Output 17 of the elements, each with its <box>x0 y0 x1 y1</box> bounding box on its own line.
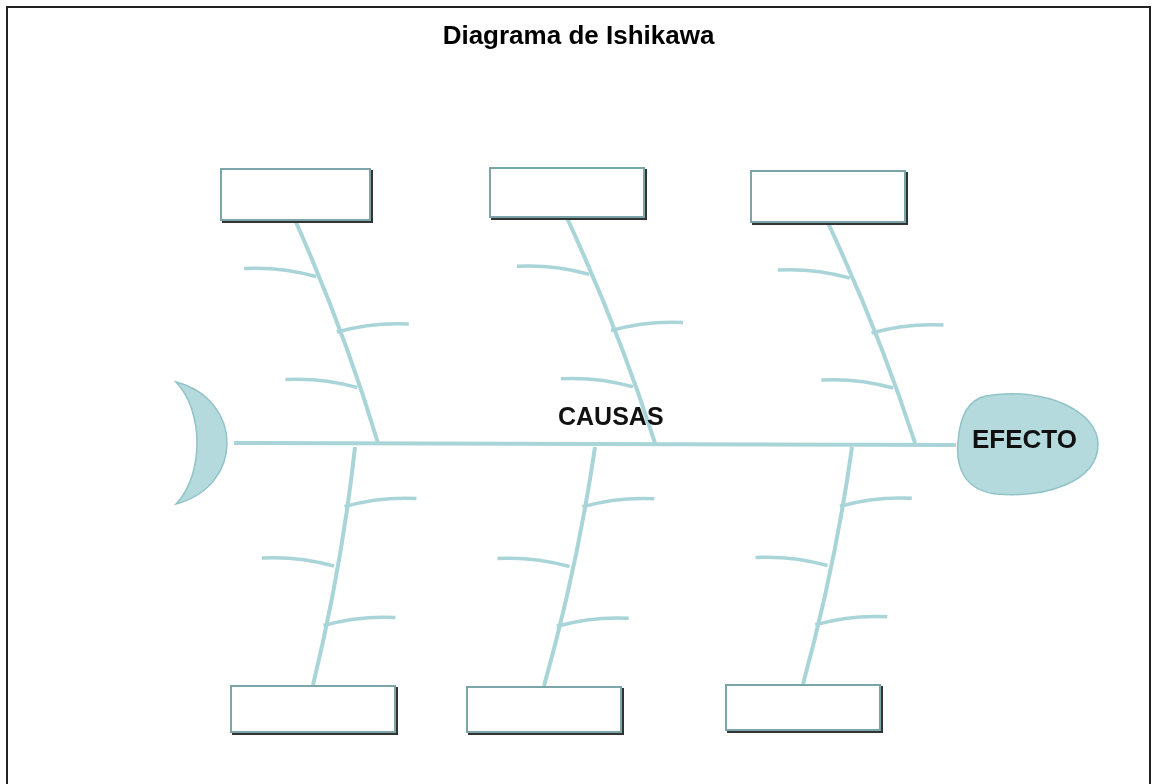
bone-line <box>801 446 854 685</box>
causes-label: CAUSAS <box>558 402 664 431</box>
blank-box <box>230 685 396 733</box>
bone-line <box>293 220 380 444</box>
spine-line <box>234 441 956 447</box>
blank-box <box>220 168 371 221</box>
blank-box <box>466 686 622 733</box>
bone-line <box>542 446 597 687</box>
bone-line <box>826 222 917 444</box>
blank-box <box>750 170 906 223</box>
bone-line <box>565 217 657 444</box>
fish-head <box>956 392 1099 498</box>
diagram-title: Diagrama de Ishikawa <box>441 20 716 51</box>
effect-label: EFECTO <box>972 424 1077 455</box>
bone-line <box>311 446 357 686</box>
blank-box <box>725 684 881 731</box>
blank-box <box>489 167 645 218</box>
